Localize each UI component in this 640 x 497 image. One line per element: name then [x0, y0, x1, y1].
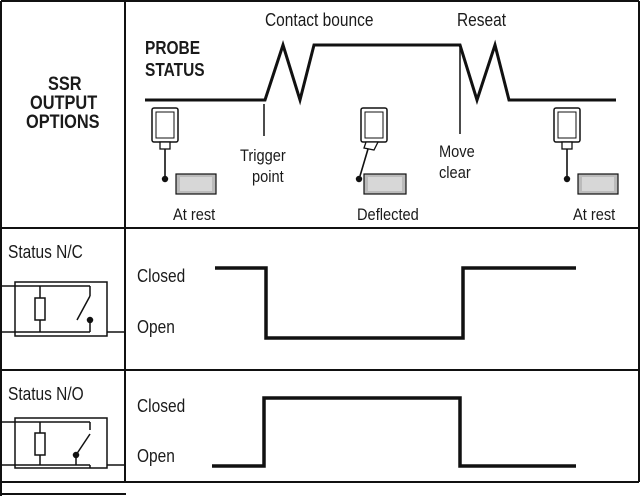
- state-label-at-rest-2: At rest: [573, 205, 616, 224]
- options-title-line-3: OPTIONS: [26, 112, 100, 133]
- normally-closed-switch-icon: [1, 281, 125, 337]
- status-no-title: Status N/O: [8, 384, 84, 404]
- state-label-at-rest-1: At rest: [173, 205, 216, 224]
- probe-status-waveform: [145, 39, 616, 106]
- trigger-point-label-1: Trigger: [240, 146, 286, 165]
- trigger-point-label-2: point: [252, 167, 284, 186]
- contact-bounce-label: Contact bounce: [265, 10, 374, 30]
- no-open-label: Open: [137, 446, 175, 466]
- nc-output-waveform: [215, 266, 576, 340]
- probe-status-trace: [145, 39, 619, 195]
- probe-status-line-2: STATUS: [145, 60, 205, 80]
- move-clear-label-1: Move: [439, 142, 475, 161]
- reseat-label: Reseat: [457, 10, 507, 30]
- normally-open-switch-icon: [1, 417, 125, 469]
- no-closed-label: Closed: [137, 396, 186, 416]
- status-nc-title: Status N/C: [8, 242, 83, 262]
- workpiece-block-3: [577, 173, 619, 195]
- nc-open-label: Open: [137, 317, 175, 337]
- workpiece-block-2: [363, 173, 407, 195]
- move-clear-label-2: clear: [439, 163, 471, 182]
- workpiece-block-1: [175, 173, 217, 195]
- state-label-deflected: Deflected: [357, 205, 419, 224]
- options-title-line-1: SSR: [48, 74, 82, 95]
- probe-status-line-1: PROBE: [145, 38, 201, 58]
- probe-at-rest-icon: [553, 107, 581, 183]
- options-title-line-2: OUTPUT: [30, 93, 98, 114]
- no-output-waveform: [212, 396, 576, 468]
- probe-at-rest-icon: [151, 107, 179, 183]
- nc-closed-label: Closed: [137, 266, 186, 286]
- probe-deflected-icon: [355, 107, 388, 183]
